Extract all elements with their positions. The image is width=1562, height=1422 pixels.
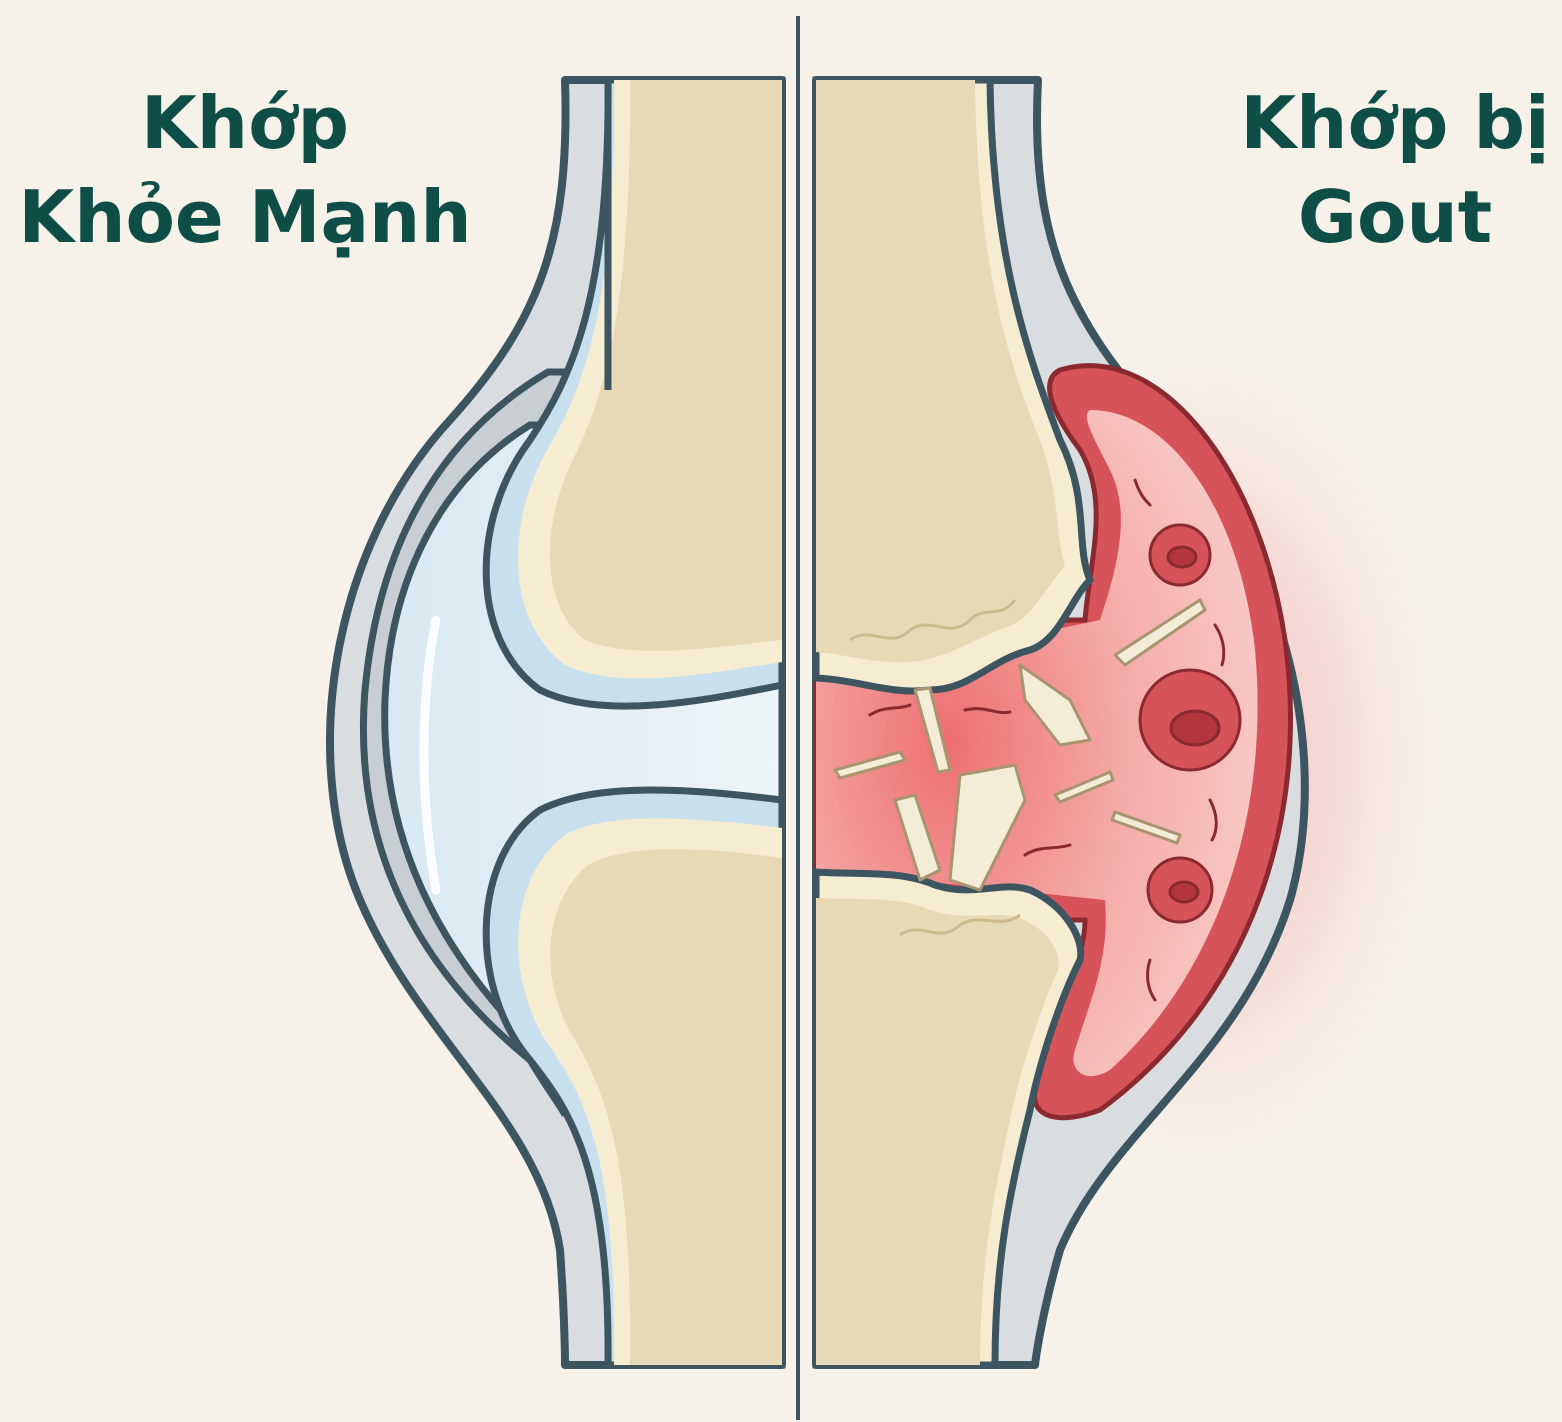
- healthy-title-line1: Khớp: [0, 76, 490, 170]
- healthy-title-line2: Khỏe Mạnh: [0, 170, 490, 264]
- healthy-joint: [330, 80, 782, 1365]
- gout-joint: [816, 80, 1460, 1365]
- gout-title-line2: Gout: [1228, 170, 1562, 264]
- healthy-joint-title: Khớp Khỏe Mạnh: [0, 76, 490, 264]
- gout-title-line1: Khớp bị: [1228, 76, 1562, 170]
- gout-joint-title: Khớp bị Gout: [1228, 76, 1562, 264]
